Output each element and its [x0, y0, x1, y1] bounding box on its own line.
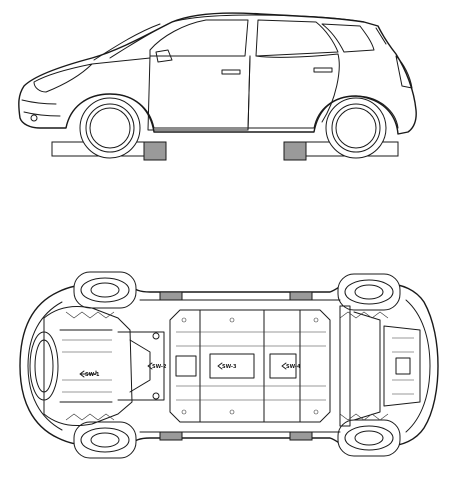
- rear-door: [247, 53, 340, 131]
- underbody-lift-point-front-left: [159, 291, 183, 301]
- battery-tray: [169, 309, 331, 423]
- rear-axle-beam: [339, 305, 351, 427]
- side-lift-point-front: [143, 141, 167, 161]
- underbody-rear-left-wheel: [337, 273, 401, 311]
- front-subframe: [43, 305, 133, 427]
- underbody-front-left-wheel: [73, 271, 137, 309]
- motor-housing: [29, 331, 59, 401]
- svg-text:SW-1: SW-1: [85, 372, 100, 378]
- rear-window: [255, 19, 339, 57]
- arrow-label-sw-2: SW-2: [147, 362, 167, 370]
- arrow-label-sw-1: SW-1: [79, 370, 100, 378]
- underbody-rear-right-wheel: [337, 419, 401, 457]
- front-door-handle: [221, 69, 241, 75]
- svg-text:SW-3: SW-3: [222, 364, 237, 370]
- headlight: [33, 63, 93, 93]
- rear-wheel: [313, 95, 399, 159]
- front-window: [149, 19, 249, 57]
- underbody-front-right-wheel: [73, 421, 137, 459]
- side-mirror: [155, 49, 173, 63]
- roof-line: [171, 14, 365, 23]
- arrow-label-sw-3: SW-3: [217, 362, 237, 370]
- underbody-lift-point-rear-right: [289, 431, 313, 441]
- underbody-lift-point-rear-left: [289, 291, 313, 301]
- front-wheel: [65, 93, 155, 159]
- svg-text:SW-2: SW-2: [152, 364, 167, 370]
- side-lift-point-rear: [283, 141, 307, 161]
- tail-light: [395, 55, 413, 89]
- windshield: [93, 23, 161, 61]
- underbody-lift-point-front-right: [159, 431, 183, 441]
- svg-text:SW-4: SW-4: [286, 364, 301, 370]
- quarter-window: [321, 23, 375, 53]
- rear-door-handle: [313, 67, 333, 73]
- arrow-label-sw-4: SW-4: [281, 362, 301, 370]
